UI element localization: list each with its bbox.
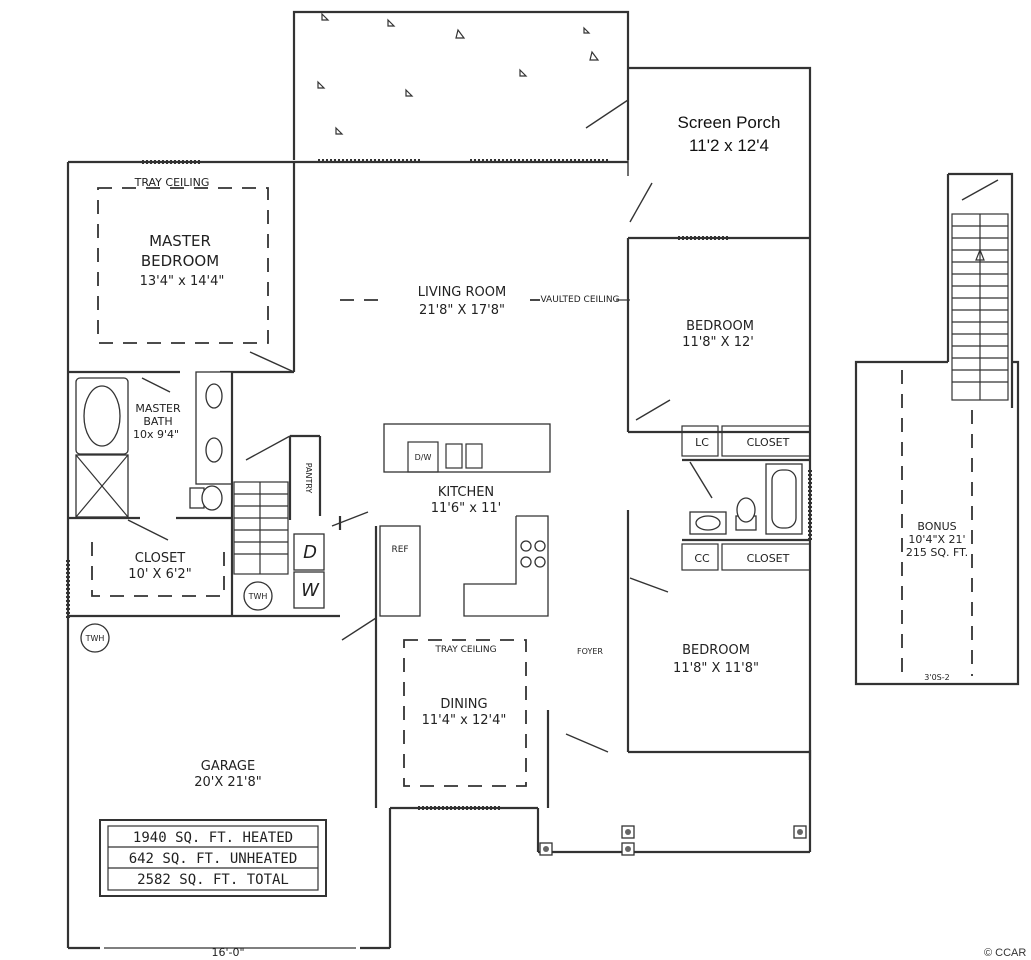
garage: TWH GARAGE 20'X 21'8" 16'-0" [80, 623, 356, 959]
master-closet-dims: 10' X 6'2" [128, 567, 191, 582]
dining-dims: 11'4" x 12'4" [422, 713, 507, 728]
exterior-walls [66, 160, 812, 950]
bonus-area: 215 SQ. FT. [906, 546, 968, 559]
foyer-label: FOYER [577, 647, 603, 656]
dining-ceiling: TRAY CEILING [434, 645, 496, 655]
bedroom-lower-dims: 11'8" X 11'8" [673, 661, 759, 676]
water-heater-2: TWH [85, 634, 105, 643]
master-bedroom-label-2: BEDROOM [141, 252, 219, 270]
master-bath-dims: 10x 9'4" [133, 428, 179, 441]
screen-porch-dims: 11'2 x 12'4 [689, 136, 769, 155]
water-heater-1: TWH [248, 592, 268, 601]
bedroom-upper-label: BEDROOM [686, 319, 754, 334]
bonus-label: BONUS [917, 520, 956, 533]
pantry-label: PANTRY [304, 463, 313, 494]
garage-door-width: 16'-0" [211, 946, 244, 959]
total-sqft: 2582 SQ. FT. TOTAL [137, 872, 289, 888]
closet-lower-label: CLOSET [747, 552, 790, 565]
master-bedroom: TRAY CEILING MASTER BEDROOM 13'4" x 14'4… [68, 162, 296, 374]
kitchen-label: KITCHEN [438, 485, 494, 500]
linen-closet-label: LC [695, 436, 709, 449]
bonus-note: 3'0S-2 [924, 673, 949, 682]
rear-patio [292, 10, 630, 163]
dining-label: DINING [440, 697, 487, 712]
heated-sqft: 1940 SQ. FT. HEATED [133, 830, 293, 846]
master-bedroom-ceiling: TRAY CEILING [134, 176, 210, 189]
unheated-sqft: 642 SQ. FT. UNHEATED [129, 851, 298, 867]
master-bath-label-1: MASTER [135, 402, 181, 415]
bedroom-upper: BEDROOM 11'8" X 12' [626, 238, 810, 434]
master-bath-label-2: BATH [143, 415, 172, 428]
kitchen-dims: 11'6" x 11' [431, 501, 501, 516]
bonus-dims: 10'4"X 21' [908, 533, 965, 546]
bedroom-upper-dims: 11'8" X 12' [682, 335, 754, 350]
garage-label: GARAGE [201, 759, 255, 774]
stairs-laundry: D W TWH PANTRY [232, 434, 369, 618]
living-room-ceiling: VAULTED CEILING [540, 295, 619, 305]
dryer-label: D [303, 542, 317, 563]
screen-porch-label: Screen Porch [678, 113, 781, 132]
bedroom-lower-label: BEDROOM [682, 643, 750, 658]
master-closet-label: CLOSET [135, 551, 186, 566]
screen-porch: Screen Porch 11'2 x 12'4 [585, 66, 812, 238]
closet-upper-label: CLOSET [747, 436, 790, 449]
living-room: LIVING ROOM 21'8" X 17'8" VAULTED CEILIN… [340, 285, 630, 318]
bonus-room: BONUS 10'4"X 21' 215 SQ. FT. 3'0S-2 [854, 172, 1020, 686]
dining-room: TRAY CEILING DINING 11'4" x 12'4" FOYER [374, 616, 609, 808]
washer-label: W [301, 580, 320, 601]
garage-dims: 20'X 21'8" [194, 775, 262, 790]
living-room-dims: 21'8" X 17'8" [419, 303, 505, 318]
kitchen: D/W KITCHEN 11'6" x 11' REF [341, 423, 551, 641]
master-bedroom-dims: 13'4" x 14'4" [140, 274, 225, 289]
hall-bath-closets: LC CLOSET CC CLOSET [681, 425, 811, 571]
dishwasher-label: D/W [415, 453, 432, 462]
master-closet: CLOSET 10' X 6'2" [68, 516, 234, 618]
bedroom-lower: BEDROOM 11'8" X 11'8" [626, 510, 810, 754]
front-porch-posts [539, 825, 807, 856]
square-footage-table: 1940 SQ. FT. HEATED 642 SQ. FT. UNHEATED… [99, 819, 327, 897]
living-room-label: LIVING ROOM [418, 285, 506, 300]
copyright-text: © CCAR [984, 947, 1026, 959]
fridge-label: REF [391, 545, 408, 555]
master-bath: MASTER BATH 10x 9'4" [75, 371, 234, 520]
coat-closet-label: CC [694, 552, 710, 565]
master-bedroom-label-1: MASTER [149, 232, 211, 250]
